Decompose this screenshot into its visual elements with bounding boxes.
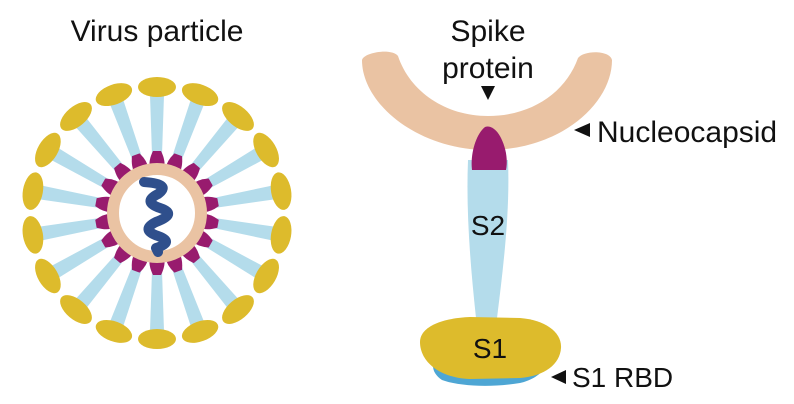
spike-stalk bbox=[150, 271, 164, 331]
s2-label: S2 bbox=[471, 210, 505, 241]
spike-head bbox=[138, 329, 176, 349]
spike-stalk bbox=[150, 95, 164, 155]
spike-head bbox=[20, 214, 46, 255]
spike-protein-title-line1: Spike bbox=[450, 15, 525, 48]
spike-head bbox=[20, 171, 46, 212]
spike-stalk bbox=[213, 186, 275, 210]
virus-particle-title: Virus particle bbox=[71, 15, 244, 48]
virus-spikes bbox=[20, 77, 294, 349]
spike-head bbox=[138, 77, 176, 97]
spike-protein-pointer-arrow bbox=[481, 86, 495, 100]
virus-spike bbox=[138, 257, 176, 349]
s1-rbd-label: S1 RBD bbox=[572, 362, 673, 393]
s1-label: S1 bbox=[473, 333, 507, 364]
spike-stalk bbox=[170, 265, 204, 326]
spike-stalk bbox=[170, 100, 204, 161]
spike-stalk bbox=[110, 100, 144, 161]
spike-stalk bbox=[40, 216, 102, 240]
spike-stalk bbox=[213, 216, 275, 240]
s1-rbd-pointer-arrow bbox=[551, 370, 566, 384]
spike-head bbox=[268, 214, 294, 255]
nucleocapsid-pointer-arrow bbox=[574, 123, 590, 137]
spike-stalk bbox=[40, 186, 102, 210]
nucleocapsid-label: Nucleocapsid bbox=[597, 116, 777, 149]
rna-genome-coil bbox=[144, 182, 168, 252]
virus-particle bbox=[20, 77, 294, 349]
spike-stalk bbox=[110, 265, 144, 326]
spike-protein-title-line2: protein bbox=[442, 52, 534, 85]
virus-spike bbox=[138, 77, 176, 169]
spike-head bbox=[268, 171, 294, 212]
